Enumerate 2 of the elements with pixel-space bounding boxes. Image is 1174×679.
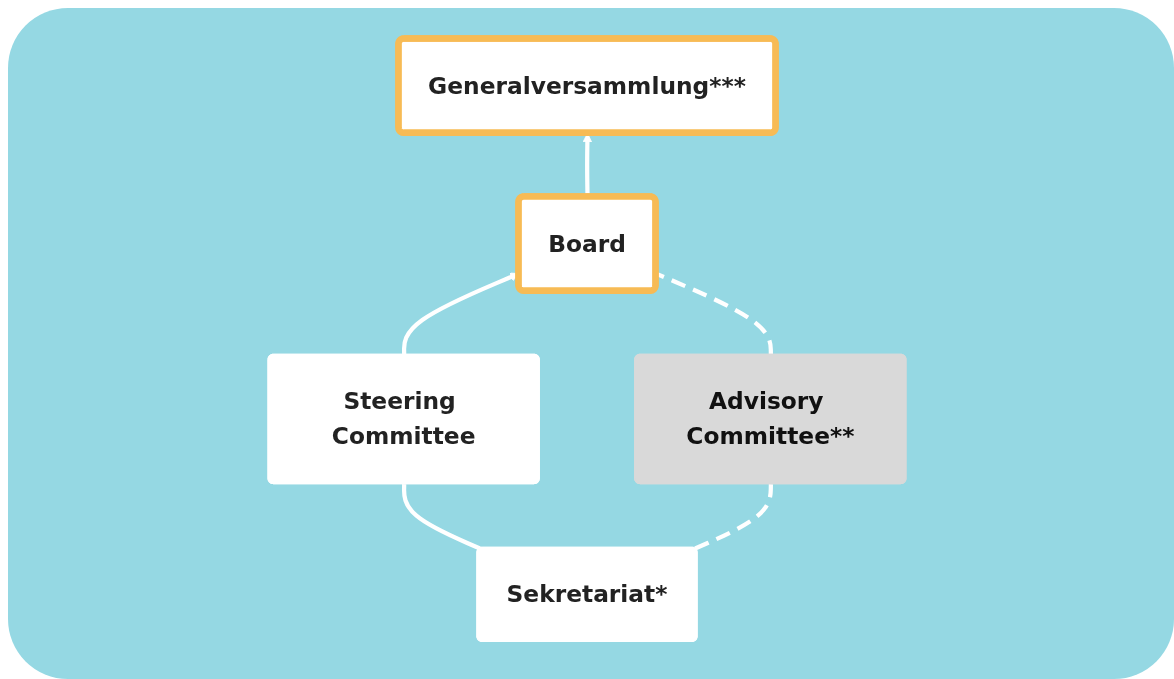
connector [694,484,773,551]
connector [401,484,481,551]
